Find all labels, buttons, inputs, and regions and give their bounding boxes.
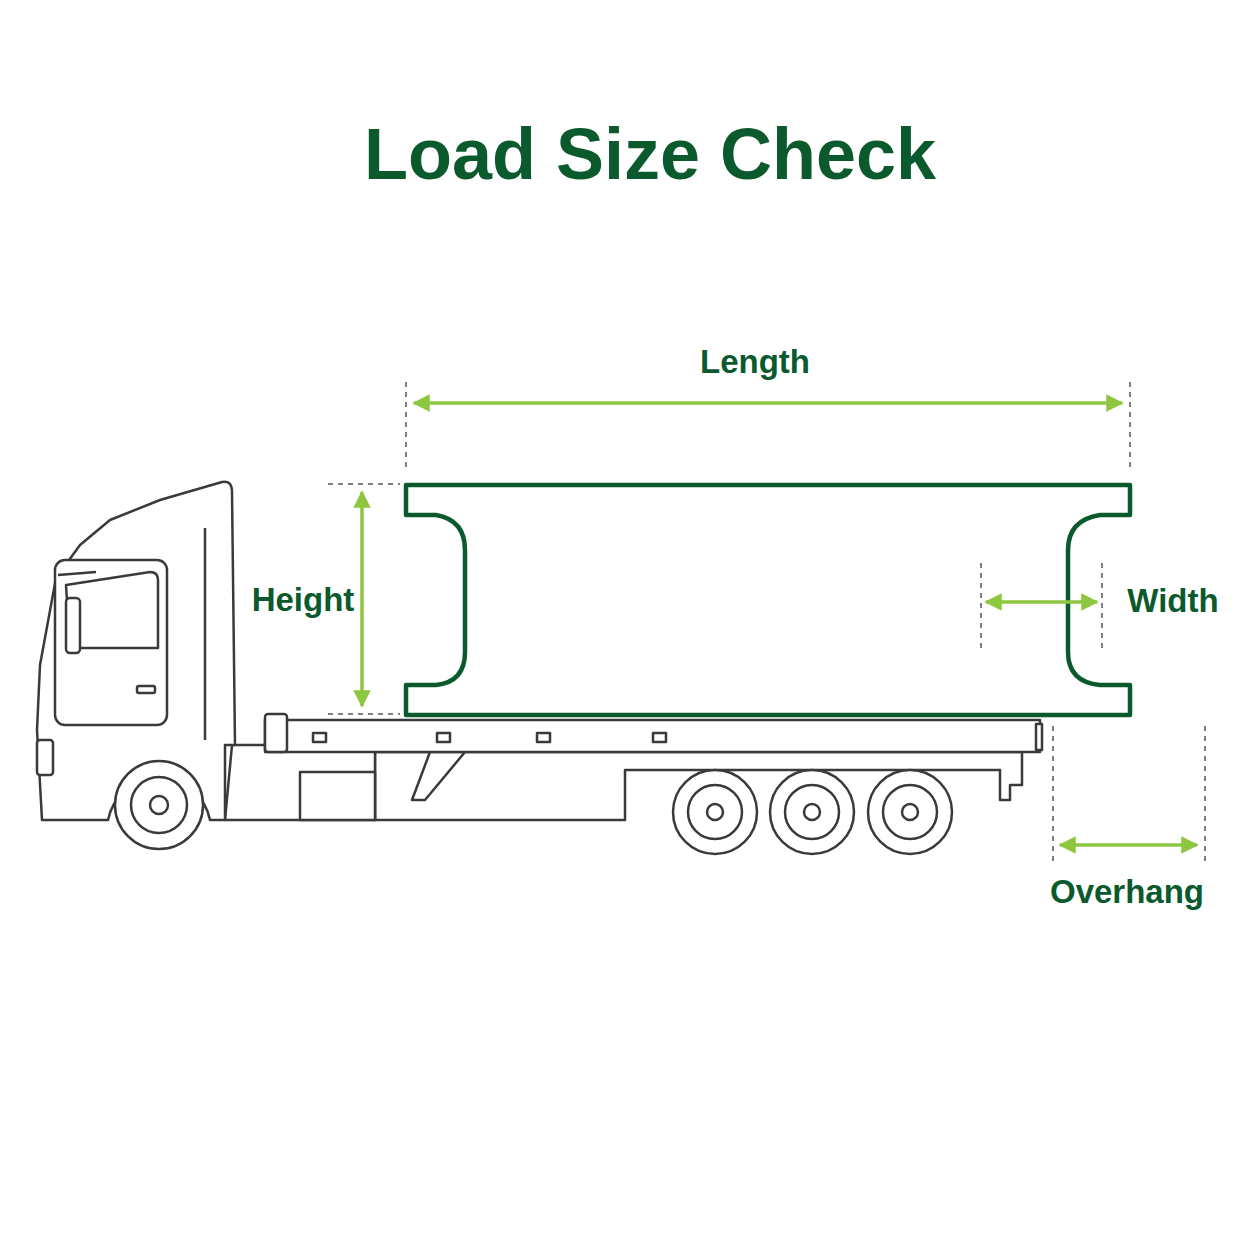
chassis [225,745,375,820]
dimension-label: Overhang [1047,874,1207,910]
overhang-arrow [1060,843,1197,847]
bed-slot [537,733,550,742]
extension-lines [328,382,1205,866]
dimension-label: Height [249,582,358,618]
mirror [66,598,80,653]
dimension-label: Length [697,344,813,380]
width-arrow [986,600,1097,604]
dimension-arrows [362,403,1197,845]
dimension-label: Width [1124,583,1221,619]
headboard-post [265,714,287,752]
fuel-tank [300,772,375,820]
trailer-strut [412,752,465,800]
bed-end [1036,724,1042,750]
cab-trim [58,572,96,575]
bed-slot [437,733,450,742]
cab-back-line [204,528,207,740]
door-handle [137,686,155,693]
trailer-bed [265,720,1040,752]
wheel [770,770,854,854]
i-beam-load [406,485,1130,715]
diagram-title: Load Size Check [364,115,936,194]
cab-door [55,560,167,725]
bed-slot [313,733,326,742]
bed-slot [653,733,666,742]
height-arrow [360,492,364,706]
wheel [868,770,952,854]
wheel [115,761,203,849]
wheel [673,770,757,854]
headlight [37,740,53,775]
length-arrow [414,401,1122,405]
